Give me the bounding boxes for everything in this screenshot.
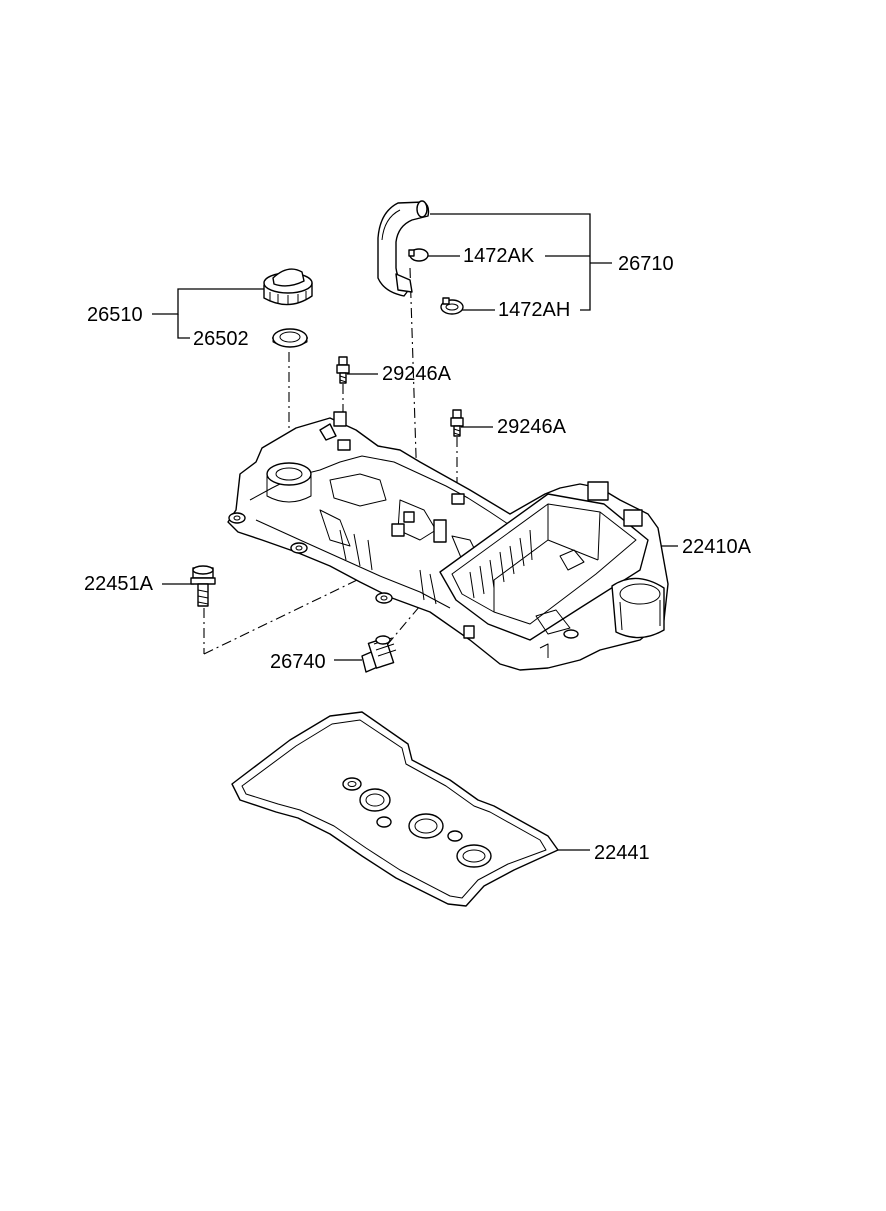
- label-29246A-upper: 29246A: [382, 363, 452, 385]
- label-22451A: 22451A: [84, 573, 154, 595]
- label-26740: 26740: [270, 651, 326, 673]
- label-22410A: 22410A: [682, 536, 752, 558]
- label-1472AK: 1472AK: [463, 245, 535, 267]
- clamp-1472AK: [408, 248, 429, 262]
- pcv-valve-26740: [361, 635, 397, 673]
- rocker-cover-gasket-22441: [231, 711, 559, 907]
- label-29246A-lower: 29246A: [497, 416, 567, 438]
- label-22441: 22441: [594, 842, 650, 864]
- label-26502: 26502: [193, 328, 249, 350]
- breather-hose-26710: [377, 200, 430, 297]
- label-1472AH: 1472AH: [498, 299, 570, 321]
- clamp-1472AH: [440, 297, 464, 315]
- bolt-22451A: [190, 565, 216, 607]
- bolt-29246A-lower: [450, 409, 464, 437]
- rocker-cover-22410A: [227, 411, 669, 671]
- bolt-29246A-upper: [336, 356, 350, 384]
- cap-gasket-26502: [272, 328, 308, 348]
- oil-filler-cap-26510: [263, 268, 313, 306]
- label-26510: 26510: [87, 304, 143, 326]
- label-26710: 26710: [618, 253, 674, 275]
